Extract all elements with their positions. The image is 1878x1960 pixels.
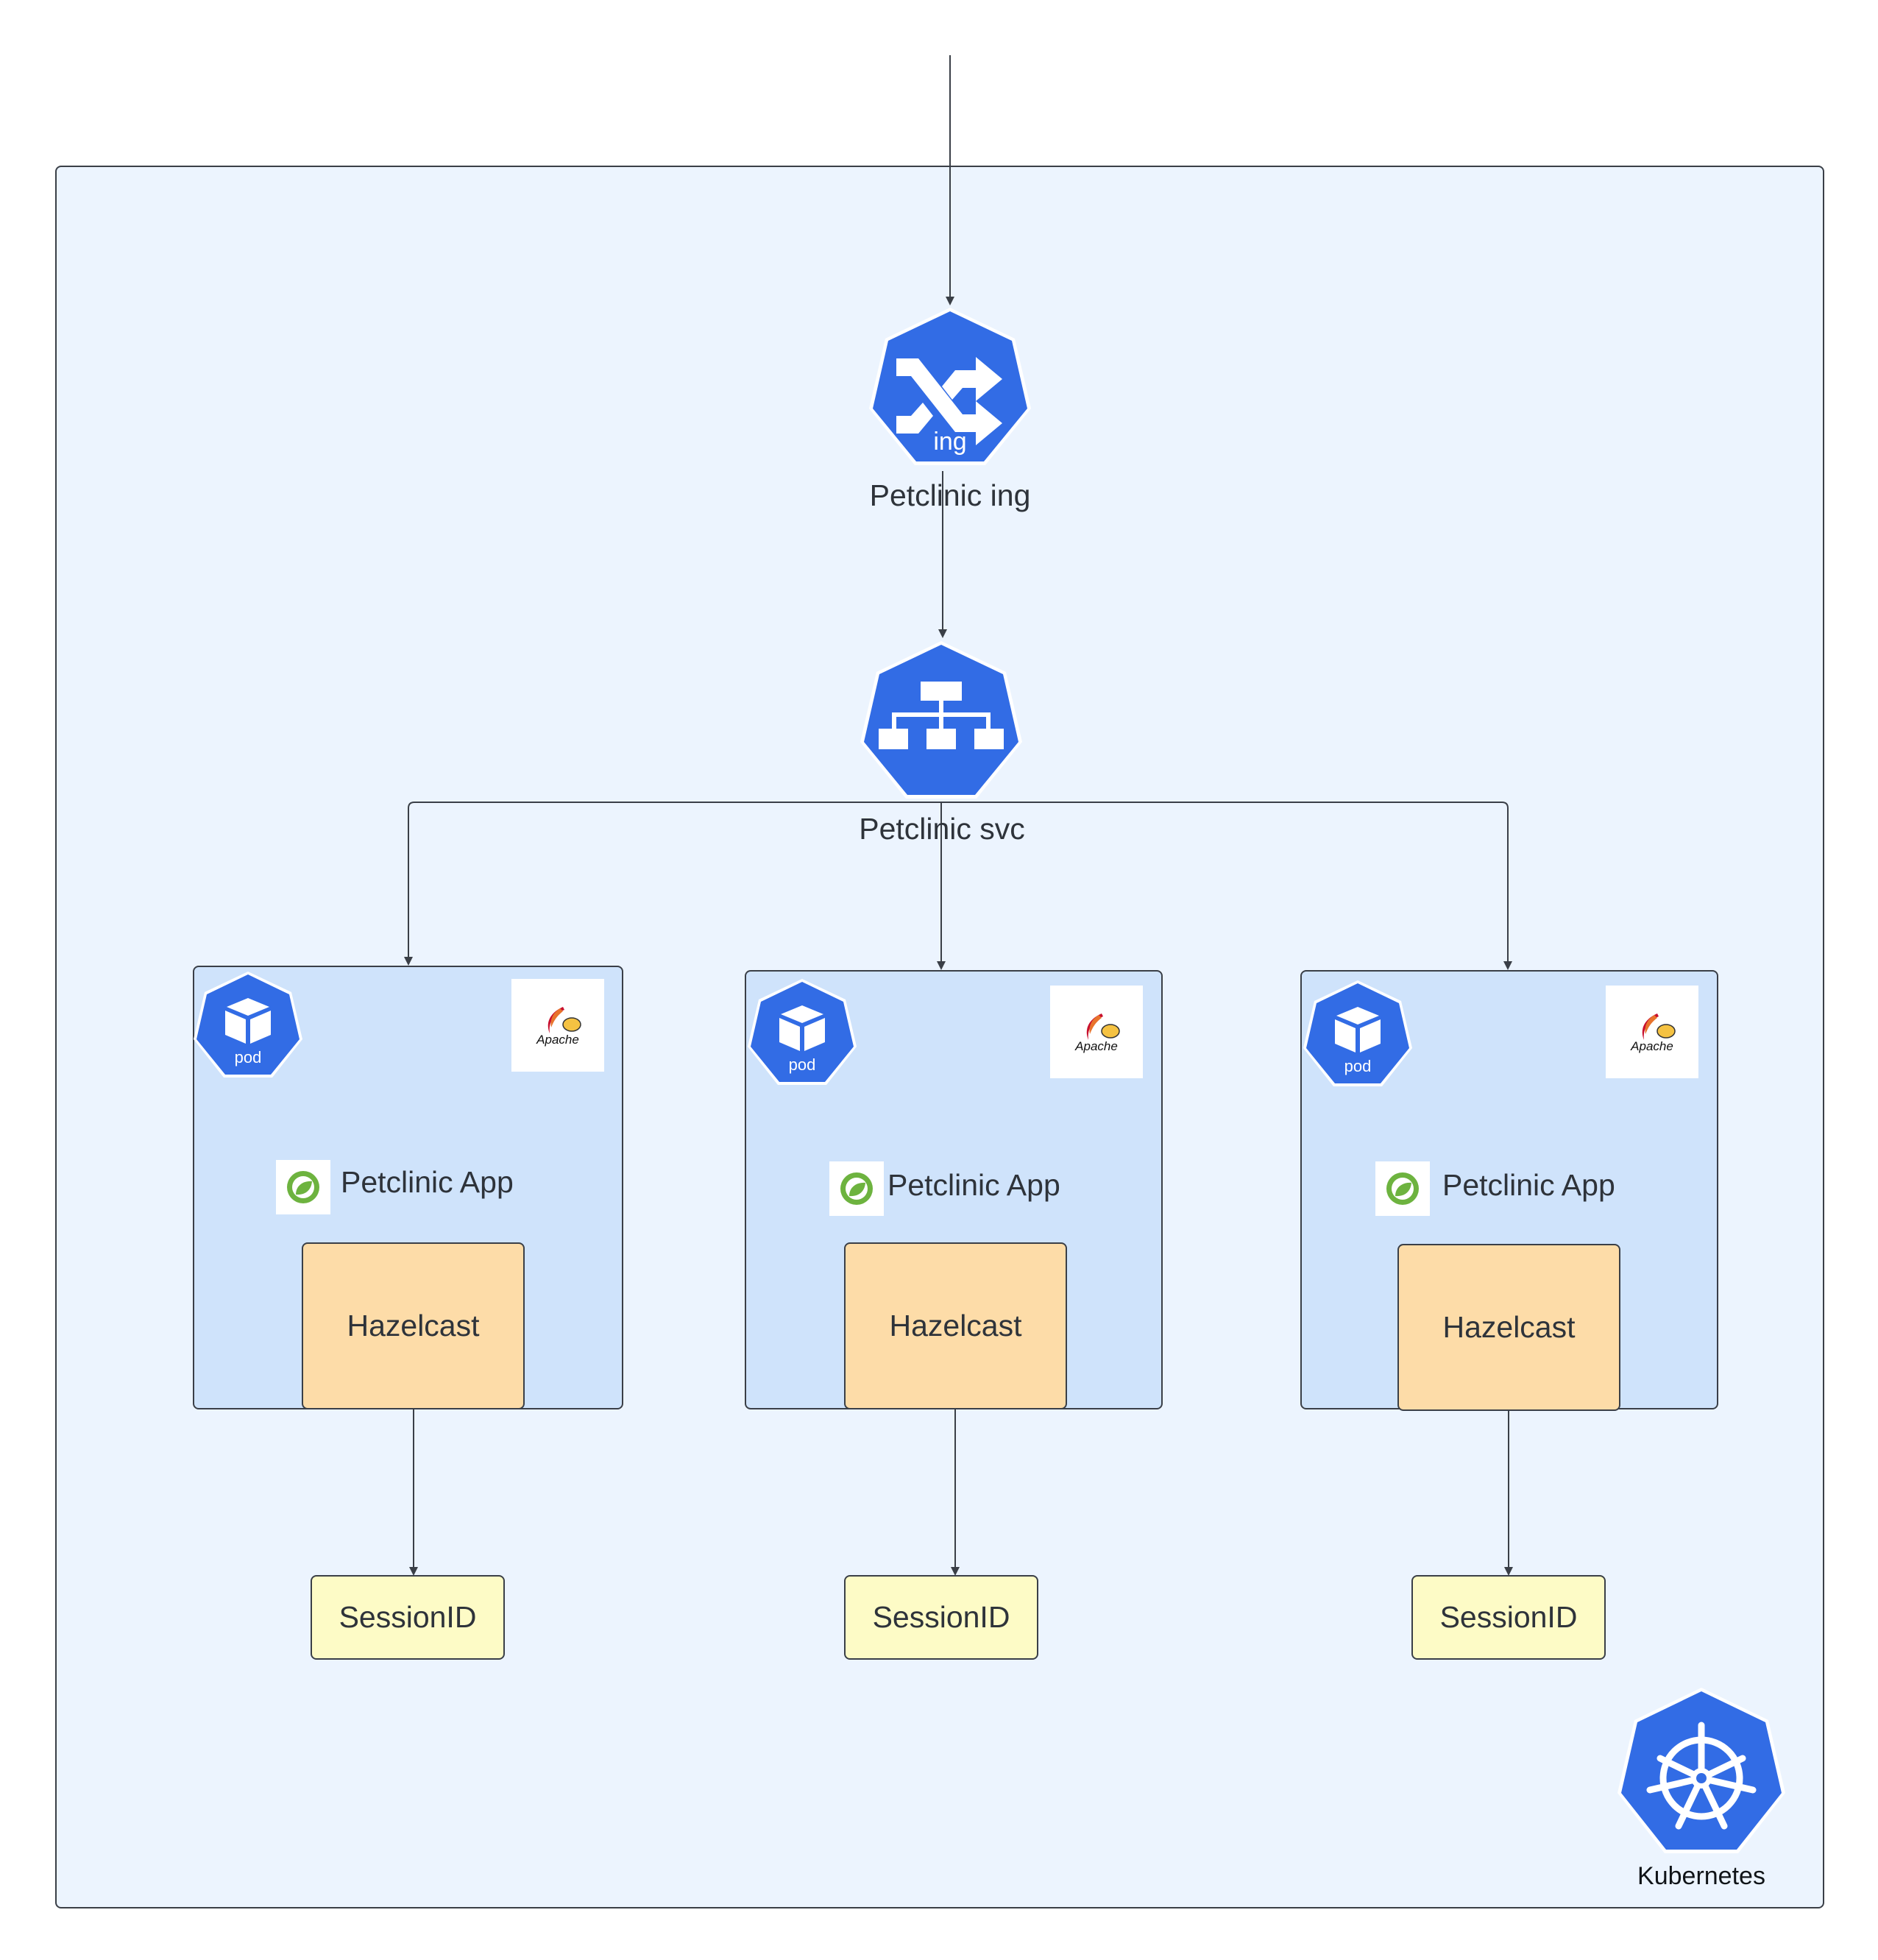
session-id-box: SessionID — [311, 1575, 505, 1660]
svc-to-pod-1-arrow — [404, 802, 943, 966]
apache-tomcat-logo: Apache — [1606, 986, 1698, 1078]
pod-badge-text: pod — [789, 1055, 816, 1074]
service-hierarchy-icon — [860, 641, 1022, 799]
pod-cube-icon: pod — [748, 979, 857, 1085]
session-id-box: SessionID — [844, 1575, 1038, 1660]
apache-tomcat-logo: Apache — [1050, 986, 1143, 1078]
ingress-label: Petclinic ing — [869, 478, 1031, 512]
apache-tomcat-logo: Apache — [511, 979, 604, 1072]
hazelcast-box: Hazelcast — [302, 1242, 525, 1409]
pod-cube-icon: pod — [1303, 980, 1412, 1086]
svg-text:Apache: Apache — [1074, 1039, 1118, 1053]
pod-badge-text: pod — [235, 1048, 262, 1066]
spring-leaf-icon — [829, 1161, 884, 1216]
svg-text:Apache: Apache — [1630, 1039, 1673, 1053]
spring-leaf-icon — [276, 1160, 330, 1214]
session-id-box: SessionID — [1411, 1575, 1606, 1660]
petclinic-app-label: Petclinic App — [341, 1165, 514, 1199]
hazelcast-box: Hazelcast — [1397, 1244, 1620, 1411]
pod-cube-icon: pod — [194, 972, 302, 1078]
petclinic-app-label: Petclinic App — [1442, 1168, 1615, 1202]
hazelcast-box: Hazelcast — [844, 1242, 1067, 1409]
ingress-shuffle-icon: ing — [869, 308, 1031, 465]
kubernetes-helm-wheel-icon — [1617, 1688, 1785, 1853]
spring-leaf-icon — [1375, 1161, 1430, 1216]
ingress-badge-text: ing — [933, 428, 966, 456]
service-label: Petclinic svc — [859, 812, 1025, 846]
svc-to-pod-3-arrow — [943, 802, 1512, 970]
pod-badge-text: pod — [1344, 1057, 1372, 1075]
svg-text:Apache: Apache — [536, 1033, 579, 1047]
petclinic-app-label: Petclinic App — [887, 1168, 1060, 1202]
kubernetes-label: Kubernetes — [1637, 1862, 1765, 1890]
